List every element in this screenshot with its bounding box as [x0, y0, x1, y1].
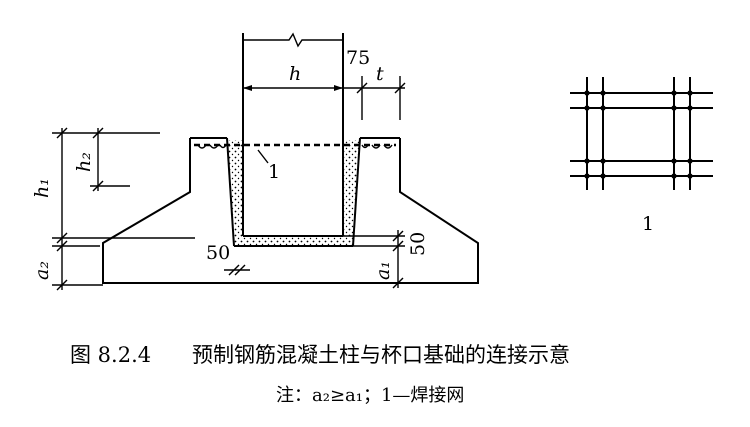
- weld-mark-right: [361, 144, 393, 149]
- weld-point: [600, 90, 606, 96]
- label-h: h: [289, 63, 301, 85]
- label-a1: a₁: [372, 261, 394, 280]
- dim-a2-tick-bottom: [56, 279, 68, 291]
- dim-h2-tick-bottom: [92, 180, 104, 192]
- dim-h1-tick-top: [56, 127, 68, 139]
- label-side-gap-50: 50: [407, 232, 429, 256]
- cup-wall-right: [352, 137, 361, 247]
- weld-point: [687, 173, 693, 179]
- label-bottom-gap-50: 50: [206, 242, 230, 264]
- weld-point: [600, 158, 606, 164]
- weld-point: [687, 158, 693, 164]
- weld-point: [600, 105, 606, 111]
- label-a2: a₂: [31, 261, 53, 280]
- figure-note: 注：a₂≥a₁；1—焊接网: [276, 385, 464, 406]
- dim-side-gap-tick-top: [392, 230, 404, 242]
- dim-h-arrow-right: [334, 85, 343, 91]
- dim-t-tick-left: [356, 82, 368, 94]
- dim-h2-tick-top: [92, 127, 104, 139]
- figure-number: 图 8.2.4: [70, 343, 151, 367]
- label-mesh-mark-1: 1: [642, 213, 654, 235]
- label-mark-1: 1: [268, 161, 280, 183]
- label-cover-75: 75: [346, 47, 370, 69]
- weld-point: [584, 90, 590, 96]
- dim-bottom-gap-tick-right: [234, 264, 246, 276]
- dim-a2-tick-top: [56, 240, 68, 252]
- weld-point: [671, 105, 677, 111]
- weld-point: [671, 173, 677, 179]
- figure-title: 预制钢筋混凝土柱与杯口基础的连接示意: [192, 343, 570, 367]
- weld-point: [671, 158, 677, 164]
- dim-t-tick-right: [394, 82, 406, 94]
- weld-point: [687, 105, 693, 111]
- weld-point: [584, 105, 590, 111]
- label-h1: h₁: [31, 178, 53, 198]
- dim-h-arrow-left: [243, 85, 252, 91]
- label-t: t: [376, 63, 384, 85]
- weld-mark-left: [197, 144, 227, 149]
- foundation-outline: [102, 138, 479, 284]
- dim-a1-tick-bottom: [392, 277, 404, 289]
- cup-wall-left: [226, 137, 235, 247]
- grout-fill: [227, 140, 360, 246]
- label-h2: h₂: [73, 152, 95, 172]
- weld-point: [584, 173, 590, 179]
- weld-point: [600, 173, 606, 179]
- weld-point: [584, 158, 590, 164]
- weld-point: [671, 90, 677, 96]
- column-break-line: [243, 32, 343, 48]
- weld-mesh-detail: 1: [570, 77, 713, 235]
- mesh-weld-points: [584, 90, 693, 179]
- dim-h1-tick-bottom: [56, 232, 68, 244]
- weld-point: [687, 90, 693, 96]
- dim-a1-tick-top: [392, 240, 404, 252]
- leader-mark-1: [257, 149, 269, 164]
- dim-bottom-gap-tick-left: [228, 264, 240, 276]
